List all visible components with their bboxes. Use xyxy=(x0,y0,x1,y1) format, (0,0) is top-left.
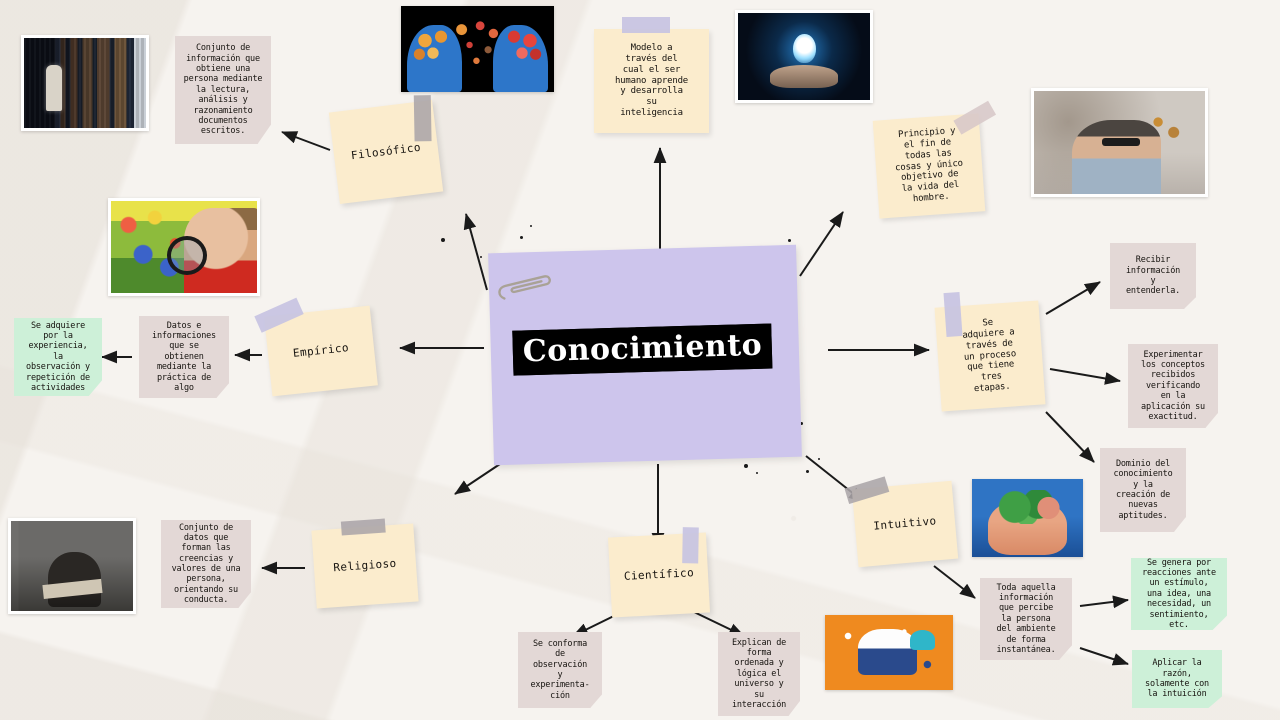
tape-strip xyxy=(943,291,963,337)
note-religioso-definition[interactable]: Conjunto de datos que forman las creenci… xyxy=(161,520,251,608)
brain-tree-head-image: head-with-brain-and-trees-illustration xyxy=(972,479,1083,557)
speck-decoration xyxy=(756,472,758,474)
note-empirico-definition[interactable]: Datos e informaciones que se obtienen me… xyxy=(139,316,229,398)
tape-strip xyxy=(844,476,890,504)
speck-decoration xyxy=(530,225,532,227)
speck-decoration xyxy=(744,464,748,468)
kid-reading-photo: child-reading-book-photo xyxy=(8,518,136,614)
branch-label: Empírico xyxy=(292,341,350,361)
note-explican[interactable]: Explican de forma ordenada y lógica el u… xyxy=(718,632,800,716)
branch-note-cientifico[interactable]: Científico xyxy=(607,527,711,618)
branch-note-intuitivo[interactable]: Intuitivo xyxy=(844,476,959,568)
tape-strip xyxy=(340,518,386,536)
boy-magnifier-photo: boy-with-magnifying-glass-photo xyxy=(108,198,260,296)
speck-decoration xyxy=(520,236,523,239)
branch-note-filosofico[interactable]: Filosófico xyxy=(328,95,444,204)
branch-label: Científico xyxy=(623,566,695,584)
branch-label: Intuitivo xyxy=(872,514,938,534)
note-experiencia[interactable]: Se adquiere por la experiencia, la obser… xyxy=(14,318,102,396)
note-reacciones[interactable]: Se genera por reacciones ante un estímul… xyxy=(1131,558,1227,630)
note-modelo[interactable]: Modelo a través del cual el ser humano a… xyxy=(594,17,709,133)
note-tres-etapas[interactable]: Se adquiere a través de un proceso que t… xyxy=(934,291,1046,412)
note-text: Datos e informaciones que se obtienen me… xyxy=(152,320,216,393)
tape-strip xyxy=(953,100,997,135)
paperclip-icon xyxy=(498,275,551,300)
note-observacion[interactable]: Se conforma de observación y experimenta… xyxy=(518,632,602,708)
note-text: Recibir información y entenderla. xyxy=(1125,255,1181,297)
note-principio[interactable]: Principio y el fin de todas las cosas y … xyxy=(872,100,997,219)
note-text: Se conforma de observación y experimenta… xyxy=(530,638,590,701)
note-text: Experimentar los conceptos recibidos ver… xyxy=(1141,349,1205,422)
brains-gears-image: two-heads-with-gears-illustration xyxy=(401,6,554,92)
speck-decoration xyxy=(441,238,445,242)
note-experimentar[interactable]: Experimentar los conceptos recibidos ver… xyxy=(1128,344,1218,428)
central-topic-card[interactable]: Conocimiento xyxy=(488,244,802,466)
branch-label: Religioso xyxy=(333,557,397,575)
note-text: Aplicar la razón, solamente con la intui… xyxy=(1145,658,1209,700)
speck-decoration xyxy=(818,458,820,460)
tape-strip xyxy=(622,17,670,33)
note-text: Explican de forma ordenada y lógica el u… xyxy=(731,637,787,710)
branch-note-religioso[interactable]: Religioso xyxy=(311,518,419,609)
note-dominio[interactable]: Dominio del conocimiento y la creación d… xyxy=(1100,448,1186,532)
note-razon[interactable]: Aplicar la razón, solamente con la intui… xyxy=(1132,650,1222,708)
speck-decoration xyxy=(800,422,803,425)
speck-decoration xyxy=(788,239,791,242)
note-filosofico-definition[interactable]: Conjunto de información que obtiene una … xyxy=(175,36,271,144)
note-text: Se adquiere a través de un proceso que t… xyxy=(962,317,1017,395)
tape-strip xyxy=(682,527,699,564)
note-text: Se adquiere por la experiencia, la obser… xyxy=(26,320,90,393)
note-text: Modelo a través del cual el ser humano a… xyxy=(614,42,689,119)
note-recibir[interactable]: Recibir información y entenderla. xyxy=(1110,243,1196,309)
note-text: Conjunto de datos que forman las creenci… xyxy=(171,522,241,606)
note-text: Dominio del conocimiento y la creación d… xyxy=(1113,458,1173,521)
note-instantanea[interactable]: Toda aquella información que percibe la … xyxy=(980,578,1072,660)
speck-decoration xyxy=(806,470,809,473)
branch-note-empirico[interactable]: Empírico xyxy=(254,297,378,397)
note-text: Se genera por reacciones ante un estímul… xyxy=(1142,557,1216,630)
orange-idea-illustration: person-with-lightbulb-orange-illustratio… xyxy=(825,615,953,690)
note-text: Conjunto de información que obtiene una … xyxy=(183,43,263,137)
man-thinking-photo: man-with-glasses-gears-head-photo xyxy=(1031,88,1208,197)
note-text: Principio y el fin de todas las cosas y … xyxy=(894,125,964,205)
library-photo: library-bookshelves-photo xyxy=(21,35,149,131)
lightbulb-hands-photo: hands-holding-glowing-lightbulb-photo xyxy=(735,10,873,103)
tape-strip xyxy=(254,297,304,333)
branch-label: Filosófico xyxy=(350,141,422,163)
speck-decoration xyxy=(480,256,482,258)
tape-strip xyxy=(413,95,432,142)
note-text: Toda aquella información que percibe la … xyxy=(996,582,1056,655)
central-topic-title: Conocimiento xyxy=(512,323,773,376)
